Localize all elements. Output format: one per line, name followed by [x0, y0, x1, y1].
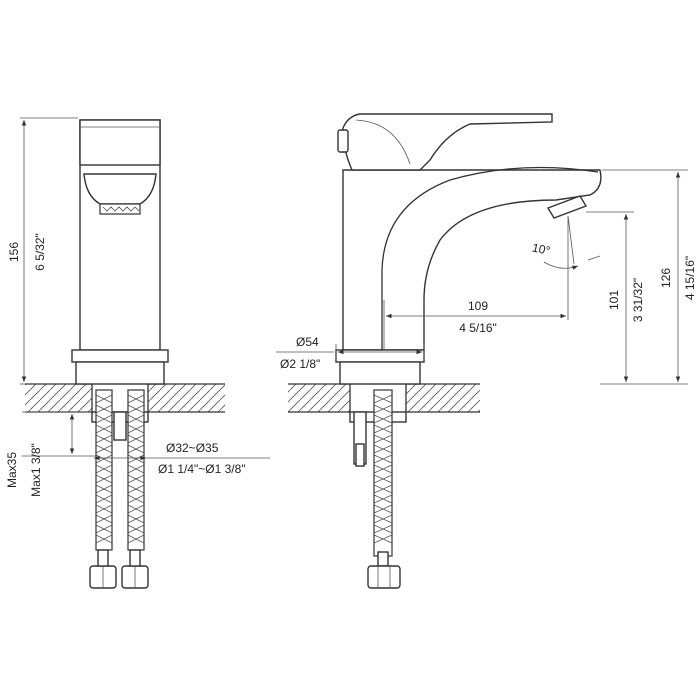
side-faucet-body — [342, 169, 602, 351]
side-handle-lever — [342, 113, 553, 171]
front-view: 156 6 5/32" Max35 Max1 3/8" Ø32~Ø35 Ø1 1… — [5, 117, 270, 589]
front-base-ring — [75, 361, 165, 385]
front-hose-right — [127, 389, 145, 551]
dim-spout-height-in: 3 31/32" — [631, 278, 645, 322]
dim-front-height-in: 6 5/32" — [33, 233, 47, 271]
front-aerator — [99, 203, 141, 215]
side-spout-inner — [381, 166, 599, 350]
side-hose-nut — [367, 565, 401, 589]
dim-angle-arc — [543, 261, 579, 270]
side-handle-pivot — [337, 129, 349, 153]
dim-reach-in: 4 5/16" — [459, 321, 497, 335]
front-spout — [83, 173, 157, 205]
dim-angle: 10° — [531, 240, 552, 258]
front-base-flange — [71, 349, 169, 363]
dim-reach-mm: 109 — [468, 299, 488, 313]
dim-front-height-mm: 156 — [7, 242, 21, 262]
front-hose-left — [95, 389, 113, 551]
dim-base-in: Ø2 1/8" — [280, 357, 320, 371]
dim-total-height-mm: 126 — [659, 268, 673, 288]
dim-under-counter-mm: Max35 — [5, 452, 19, 488]
side-view: Ø54 Ø2 1/8" 109 4 5/16" 10° 101 3 31/32"… — [276, 113, 697, 589]
dim-hole-in: Ø1 1/4"~Ø1 3/8" — [158, 462, 246, 476]
dim-spout-height-mm: 101 — [607, 290, 621, 310]
side-aerator — [546, 195, 588, 219]
dim-total-height-in: 4 15/16" — [683, 256, 697, 300]
dim-base-mm: Ø54 — [296, 335, 319, 349]
dim-hole-mm: Ø32~Ø35 — [166, 441, 219, 455]
front-bolt — [113, 411, 127, 441]
dim-under-counter-in: Max1 3/8" — [29, 443, 43, 497]
side-base-ring — [339, 361, 421, 385]
front-handle — [79, 119, 161, 166]
side-hose — [373, 389, 393, 557]
